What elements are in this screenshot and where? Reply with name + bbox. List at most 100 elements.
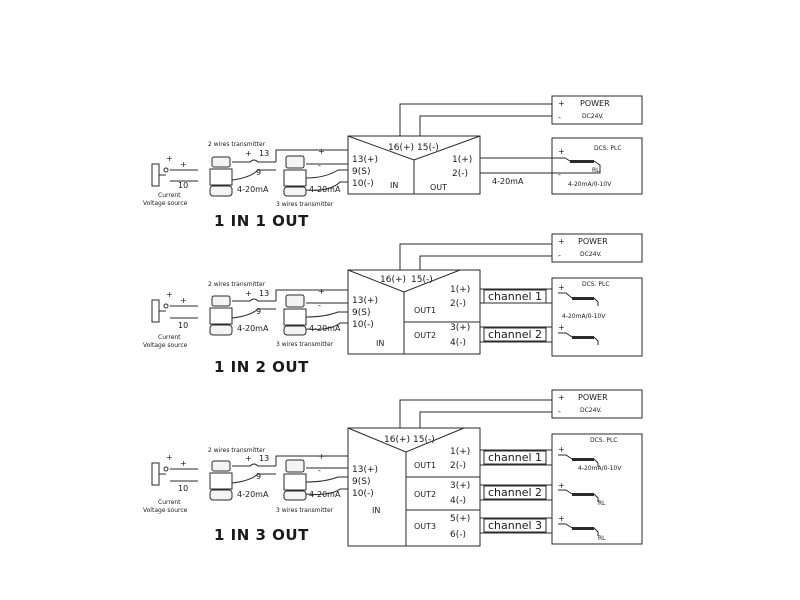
labels-plus-label: + bbox=[166, 290, 173, 299]
signal-source: + + 10 Current Voltage source bbox=[143, 453, 198, 514]
labels-voltage-source-label: Voltage source bbox=[143, 200, 188, 207]
signal-source: + + 10 Current Voltage source bbox=[143, 154, 198, 207]
outputs-o1p-label: 1(+) bbox=[450, 285, 470, 295]
dcs-rl-label: RL bbox=[592, 167, 600, 174]
module-in-p9-label: 9(S) bbox=[352, 308, 370, 318]
channel-1-label: channel 1 bbox=[483, 450, 547, 465]
labels-ma-4-20-label: 4-20mA bbox=[309, 324, 341, 333]
labels-plus-label: + bbox=[166, 453, 173, 462]
module-in-label-label: IN bbox=[372, 506, 380, 515]
labels-voltage-source-label: Voltage source bbox=[143, 342, 188, 349]
channel-2-label: channel 2 bbox=[483, 327, 547, 342]
labels-plus-label: + bbox=[558, 283, 565, 292]
diagram-title-2: 1 IN 2 OUT bbox=[214, 358, 309, 376]
isolator-module: 16(+) 15(-) 13(+) 9(S) 10(-) IN OUT1 OUT… bbox=[347, 427, 481, 547]
module-pin-power-label: 16(+) bbox=[388, 143, 414, 153]
labels-plus-label: + bbox=[245, 454, 252, 463]
labels-t10-label: 10 bbox=[178, 321, 188, 330]
two-wire-transmitter: 2 wires transmitter + 13 9 4-20mA bbox=[208, 447, 276, 501]
power-title-label: POWER bbox=[580, 99, 610, 108]
module-pin-power-label: 16(+) bbox=[380, 275, 406, 285]
labels-plus-label: + bbox=[318, 287, 325, 296]
dcs-plc-box: + - DCS. PLC RL 4-20mA/0-10V bbox=[551, 137, 643, 195]
module-in-p9-label: 9(S) bbox=[352, 477, 370, 487]
outputs-out3-label: OUT3 bbox=[414, 522, 436, 531]
outputs-o1m-label: 2(-) bbox=[452, 169, 468, 179]
module-pin-power-label: 16(+) bbox=[384, 435, 410, 445]
labels-plus-label: + bbox=[318, 147, 325, 156]
two-wire-transmitter: 2 wires transmitter + 13 9 4-20mA bbox=[208, 141, 276, 197]
module-in-label-label: IN bbox=[390, 181, 398, 190]
labels-ma-4-20-label: 4-20mA bbox=[309, 185, 341, 194]
module-in-p10-label: 10(-) bbox=[352, 489, 374, 499]
outputs-signal-label: 4-20mA bbox=[492, 177, 524, 186]
labels-ma-4-20-label: 4-20mA bbox=[237, 324, 269, 333]
labels-minus-label: - bbox=[318, 466, 321, 475]
diagram-1in1out: + + 10 Current Voltage source 2 wires tr… bbox=[143, 95, 643, 230]
channels-ch3-label: channel 3 bbox=[488, 519, 542, 532]
three-wire-transmitter: + - 4-20mA 3 wires transmitter bbox=[275, 147, 350, 208]
channels-ch1-label: channel 1 bbox=[488, 290, 542, 303]
power-voltage-label: DC24V. bbox=[580, 251, 602, 258]
diagram-1in2out: + + 10 Current Voltage source 2 wires tr… bbox=[143, 233, 643, 376]
power-voltage-label: DC24V. bbox=[582, 113, 604, 120]
outputs-out2-label: OUT2 bbox=[414, 331, 436, 340]
labels-current-source-label: Current bbox=[158, 334, 181, 341]
channels-ch2-label: channel 2 bbox=[488, 486, 542, 499]
dcs-plc-box: DCS. PLC + 4-20mA/0-10V + RL + RL bbox=[551, 433, 643, 545]
labels-minus-label: - bbox=[558, 407, 561, 416]
dcs-rl-label: RL bbox=[598, 500, 606, 507]
module-in-p10-label: 10(-) bbox=[352, 320, 374, 330]
labels-two-wire-label: 2 wires transmitter bbox=[208, 281, 266, 288]
channels-ch1-label: channel 1 bbox=[488, 451, 542, 464]
module-in-p9-label: 9(S) bbox=[352, 167, 370, 177]
labels-minus-label: - bbox=[558, 170, 561, 179]
dcs-range-label: 4-20mA/0-10V bbox=[578, 465, 622, 472]
labels-plus-label: + bbox=[245, 149, 252, 158]
labels-plus-label: + bbox=[558, 237, 565, 246]
labels-minus-label: - bbox=[558, 113, 561, 122]
outputs-o2p-label: 3(+) bbox=[450, 481, 470, 491]
labels-plus-label: + bbox=[558, 514, 565, 523]
labels-ma-4-20-label: 4-20mA bbox=[309, 490, 341, 499]
outputs-o1m-label: 2(-) bbox=[450, 299, 466, 309]
three-wire-transmitter: + - 4-20mA 3 wires transmitter bbox=[275, 452, 350, 514]
labels-minus-label: - bbox=[558, 251, 561, 260]
labels-plus-label: + bbox=[558, 323, 565, 332]
labels-plus-label: + bbox=[558, 481, 565, 490]
diagram-1in3out: + + 10 Current Voltage source 2 wires tr… bbox=[143, 389, 643, 547]
labels-two-wire-label: 2 wires transmitter bbox=[208, 447, 266, 454]
power-supply-box: + - POWER DC24V. bbox=[551, 389, 643, 419]
labels-plus-label: + bbox=[558, 445, 565, 454]
outputs-o2m-label: 4(-) bbox=[450, 496, 466, 506]
dcs-title-label: DCS. PLC bbox=[590, 437, 618, 444]
labels-t10-label: 10 bbox=[178, 484, 188, 493]
module-in-p13-label: 13(+) bbox=[352, 155, 378, 165]
power-voltage-label: DC24V. bbox=[580, 407, 602, 414]
dcs-plc-box: + DCS. PLC 4-20mA/0-10V + bbox=[551, 277, 643, 357]
labels-plus-label: + bbox=[180, 160, 187, 169]
labels-t13-label: 13 bbox=[259, 289, 269, 298]
outputs-o1p-label: 1(+) bbox=[452, 155, 472, 165]
labels-plus-label: + bbox=[166, 154, 173, 163]
labels-plus-label: + bbox=[180, 459, 187, 468]
outputs-o1m-label: 2(-) bbox=[450, 461, 466, 471]
labels-current-source-label: Current bbox=[158, 499, 181, 506]
labels-minus-label: - bbox=[318, 161, 321, 170]
diagram-title-1: 1 IN 1 OUT bbox=[214, 212, 309, 230]
diagram-title-3: 1 IN 3 OUT bbox=[214, 526, 309, 544]
labels-three-wire-label: 3 wires transmitter bbox=[276, 507, 334, 514]
dcs-rl-label: RL bbox=[598, 535, 606, 542]
channels-ch2-label: channel 2 bbox=[488, 328, 542, 341]
channel-1-label: channel 1 bbox=[483, 289, 547, 304]
outputs-o1p-label: 1(+) bbox=[450, 447, 470, 457]
dcs-title-label: DCS. PLC bbox=[582, 281, 610, 288]
labels-three-wire-label: 3 wires transmitter bbox=[276, 341, 334, 348]
outputs-o2p-label: 3(+) bbox=[450, 323, 470, 333]
labels-minus-label: - bbox=[318, 301, 321, 310]
labels-three-wire-label: 3 wires transmitter bbox=[276, 201, 334, 208]
signal-source: + + 10 Current Voltage source bbox=[143, 290, 198, 349]
labels-t13-label: 13 bbox=[259, 454, 269, 463]
dcs-range-label: 4-20mA/0-10V bbox=[568, 181, 612, 188]
